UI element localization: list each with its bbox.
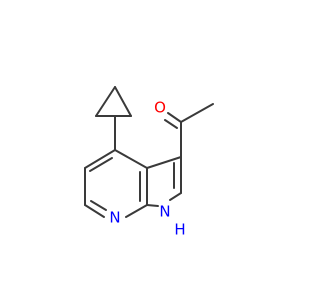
bond-c4-c5: [84, 149, 116, 169]
bond-carbonyl-methyl: [180, 103, 214, 123]
bond-cyclopropyl-1: [95, 86, 116, 117]
bond-n7-c7a: [125, 204, 148, 218]
bond-c2-n1: [169, 192, 182, 201]
bond-c6-n7-inner: [90, 200, 107, 211]
bond-cyclopropyl-2: [114, 86, 132, 117]
bond-n1-c7a: [146, 204, 159, 207]
bond-c3a-c4: [114, 149, 148, 169]
bond-c3a-c3: [146, 156, 182, 169]
atom-label-pyridine-nitrogen: N: [109, 209, 120, 227]
atom-label-pyrrole-nitrogen: N: [159, 203, 170, 221]
bond-carbonyl-oxygen: [167, 112, 182, 123]
bond-c6-n7: [84, 204, 105, 218]
molecule-drawing: O N N H: [84, 86, 214, 239]
bond-carbonyl-oxygen-double: [164, 119, 178, 129]
bond-c4-c5-inner: [89, 157, 113, 172]
atom-label-oxygen: O: [154, 99, 166, 117]
structure-canvas: O N N H: [84, 86, 214, 239]
atom-label-pyrrole-hydrogen: H: [174, 221, 185, 239]
